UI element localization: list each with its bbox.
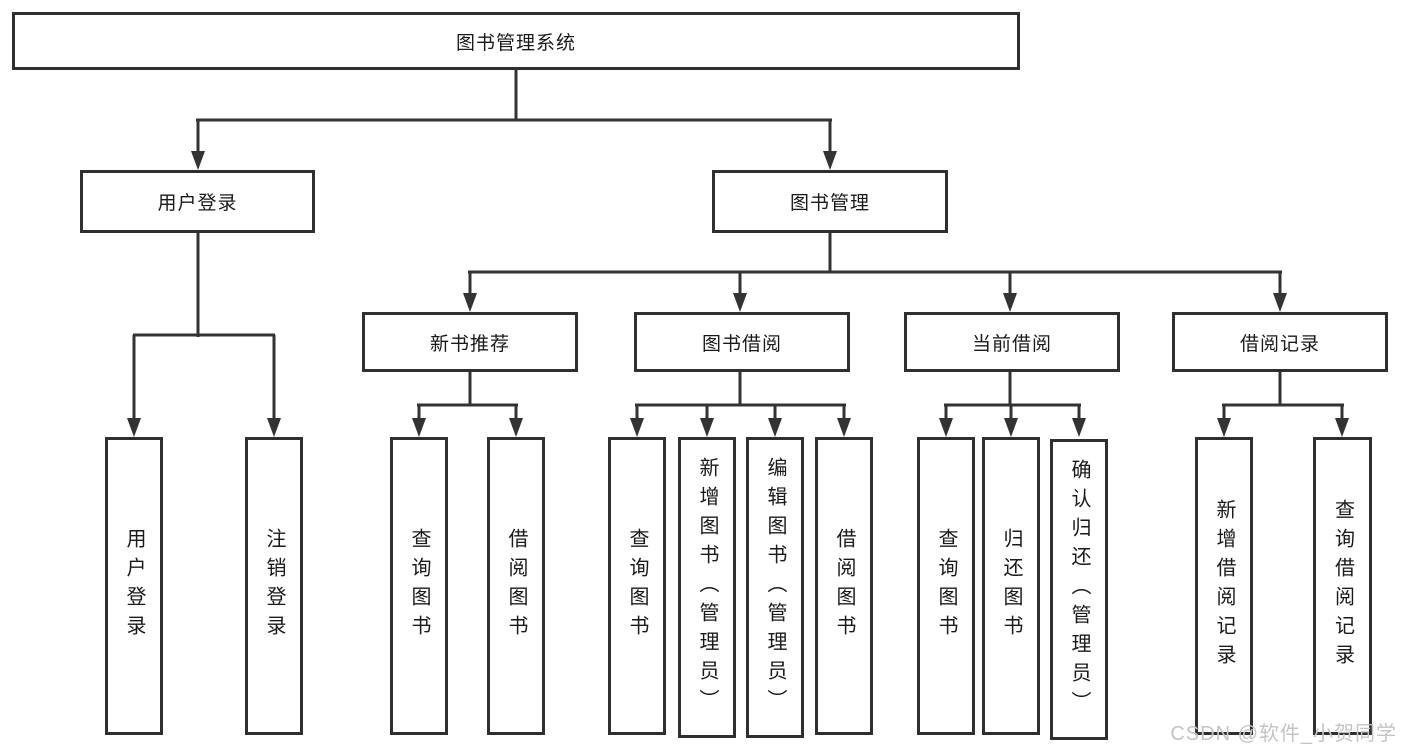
node-label: 归还图书 <box>1000 528 1022 644</box>
node-book-management: 图书管理 <box>712 170 948 233</box>
leaf-query-books-recommend: 查询图书 <box>390 437 448 735</box>
node-label: 确认归还（管理员） <box>1068 459 1090 720</box>
leaf-user-login: 用户登录 <box>105 437 163 735</box>
node-user-login: 用户登录 <box>80 170 315 233</box>
leaf-query-books-borrow: 查询图书 <box>608 437 666 735</box>
node-label: 查询图书 <box>935 528 957 644</box>
csdn-watermark: CSDN @软件_小贺同学 <box>1170 723 1397 745</box>
leaf-add-books-admin: 新增图书（管理员） <box>678 437 736 738</box>
node-label: 新增图书（管理员） <box>696 457 718 718</box>
node-label: 用户登录 <box>123 528 145 644</box>
leaf-query-borrow-record: 查询借阅记录 <box>1313 437 1372 735</box>
node-borrow-records: 借阅记录 <box>1172 312 1388 372</box>
node-label: 新增借阅记录 <box>1213 499 1235 673</box>
root-node-library-system: 图书管理系统 <box>12 12 1020 70</box>
node-label: 查询借阅记录 <box>1331 499 1354 673</box>
leaf-borrow-books: 借阅图书 <box>815 437 873 735</box>
leaf-query-books-current: 查询图书 <box>917 437 975 735</box>
node-label: 编辑图书（管理员） <box>764 457 786 718</box>
node-label: 查询图书 <box>626 528 648 644</box>
leaf-confirm-return-admin: 确认归还（管理员） <box>1050 439 1108 740</box>
node-label: 借阅图书 <box>833 528 855 644</box>
leaf-add-borrow-record: 新增借阅记录 <box>1195 437 1253 735</box>
node-label: 查询图书 <box>408 528 430 644</box>
node-current-borrow: 当前借阅 <box>904 312 1120 372</box>
leaf-borrow-books-recommend: 借阅图书 <box>487 437 545 735</box>
leaf-logout: 注销登录 <box>245 437 303 735</box>
leaf-edit-books-admin: 编辑图书（管理员） <box>746 437 804 738</box>
node-label: 注销登录 <box>263 528 285 644</box>
node-book-borrow: 图书借阅 <box>634 312 850 372</box>
node-new-book-recommend: 新书推荐 <box>362 312 578 372</box>
node-label: 借阅图书 <box>505 528 527 644</box>
leaf-return-books: 归还图书 <box>982 437 1040 735</box>
